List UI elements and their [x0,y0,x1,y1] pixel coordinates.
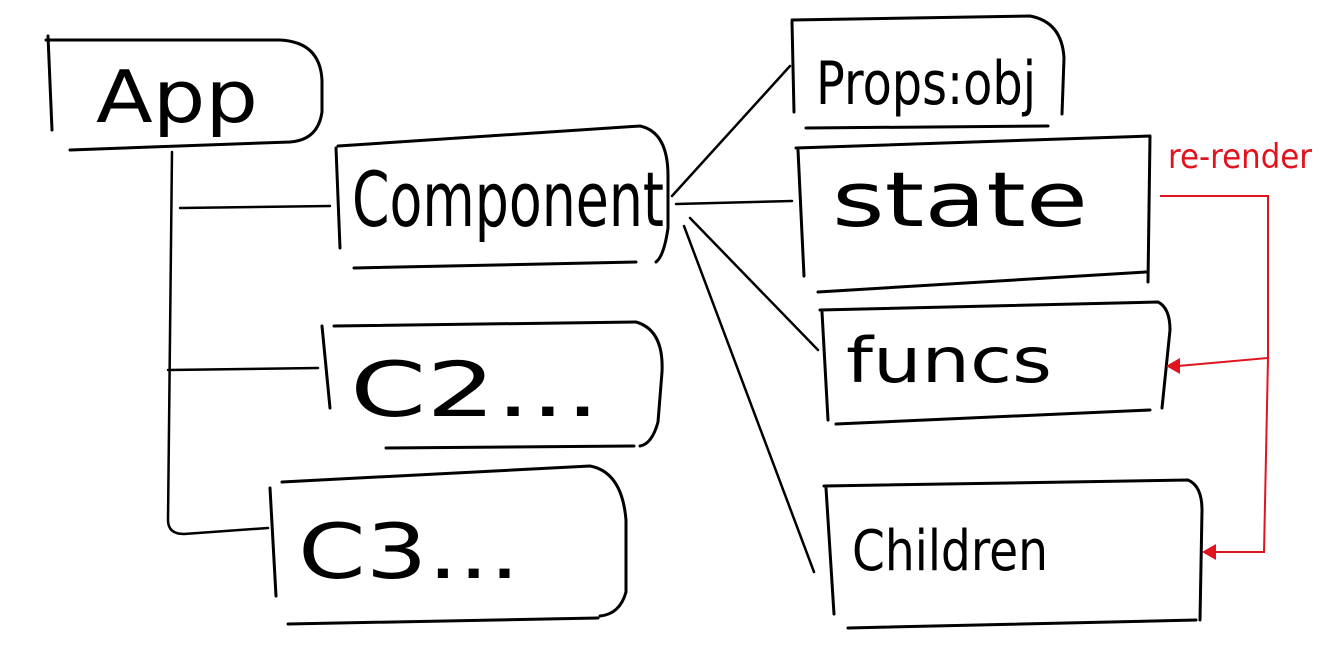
node-children: Children [822,478,1204,630]
node-c2: C2... [320,320,664,450]
node-c2-label: C2... [350,345,600,434]
node-props-label: Props:obj [816,49,1036,119]
node-funcs-box [818,300,1172,426]
node-funcs: funcs [818,300,1172,426]
node-app: App [44,34,324,152]
node-children-box [822,478,1204,630]
component-connectors [670,64,820,574]
rerender-label: re-render [1168,137,1312,177]
app-to-component-line [178,204,332,210]
node-props-box [790,14,1066,130]
node-component: Component [334,124,670,270]
app-trunk-line [166,150,270,536]
node-children-label: Children [852,519,1048,584]
node-app-label: App [96,55,258,139]
component-to-props-line [670,64,792,198]
component-to-funcs-line [688,216,820,352]
component-to-children-line [682,224,816,574]
node-funcs-label: funcs [846,324,1052,397]
node-state-label: state [832,155,1088,244]
rerender-arrowhead-children [1202,544,1216,560]
rerender-arrowhead-funcs [1166,358,1180,374]
node-props: Props:obj [790,14,1066,130]
app-tree-connectors [166,150,332,536]
node-component-label: Component [352,155,664,244]
node-c3: C3... [268,464,628,626]
node-app-box [44,34,324,152]
app-to-c2-line [166,366,320,372]
node-c3-box [268,464,628,626]
rerender-arrow-line [1160,195,1269,553]
node-state-box [794,134,1152,294]
node-state: state [794,134,1152,294]
node-c2-box [320,320,664,450]
rerender-annotation: re-render [1160,137,1312,560]
node-c3-label: C3... [298,507,520,596]
component-to-state-line [674,199,794,206]
node-component-box [334,124,670,270]
